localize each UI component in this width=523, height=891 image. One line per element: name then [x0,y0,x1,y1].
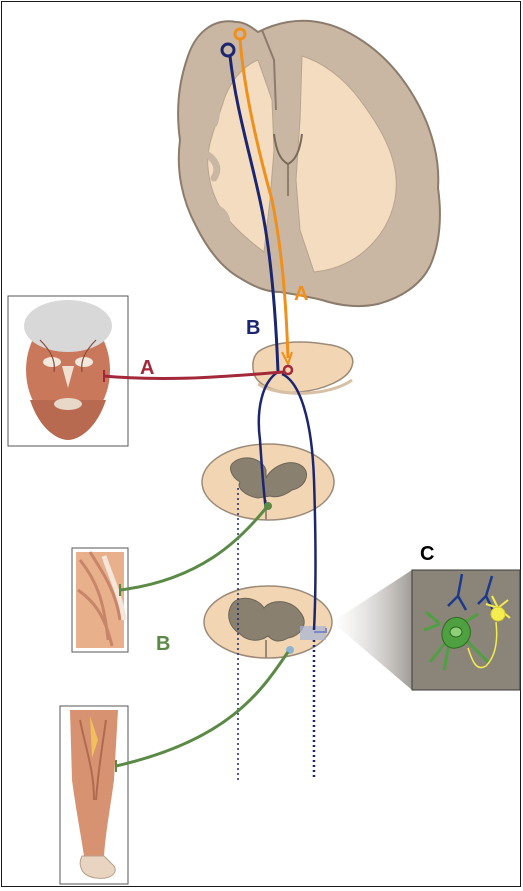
brainstem-section [253,342,353,393]
label-pathway-a-lower: A [140,357,154,379]
magnification-beam [332,570,412,690]
face-muscles-inset [8,296,128,446]
spinal-cord-lower [204,586,332,658]
label-inset-c: C [420,543,434,565]
label-pathway-a-upper: A [294,283,308,305]
label-pathway-b-lower: B [156,633,170,655]
neuron-inset [332,570,520,690]
brain-coronal-section [178,21,440,306]
trunk-muscles-inset [72,548,128,652]
label-pathway-b-upper: B [246,317,260,339]
leg-muscles-inset [60,706,128,884]
